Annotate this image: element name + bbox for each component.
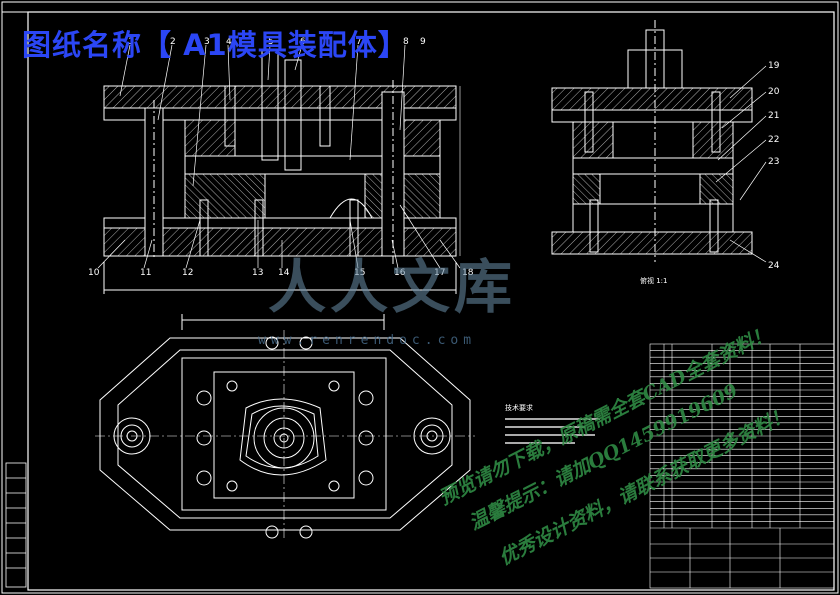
tech-notes: 技术要求: [505, 403, 600, 444]
part-label: 19: [768, 61, 780, 71]
bill-of-materials-table: [649, 343, 835, 589]
part-label: 17: [434, 268, 445, 278]
side-leader-lines: [715, 65, 767, 263]
leader-lines: [97, 44, 461, 269]
part-label: 23: [768, 157, 779, 167]
part-label: 10: [88, 268, 100, 278]
watermark-logo: 人人文库: [268, 253, 517, 321]
part-label: 3: [204, 37, 210, 47]
part-label: 6: [300, 37, 306, 47]
part-label: 21: [768, 111, 779, 121]
part-label: 2: [170, 37, 176, 47]
part-number-labels-side: 19 20 21 22 23 24 俯视 1:1: [640, 61, 780, 285]
part-label: 8: [403, 37, 409, 47]
part-label: 22: [768, 135, 779, 145]
part-label: 4: [226, 37, 232, 47]
part-label: 20: [768, 87, 780, 97]
part-label: 12: [182, 268, 193, 278]
part-label: 5: [268, 37, 274, 47]
view-label: 俯视 1:1: [640, 276, 668, 285]
plan-view: [95, 314, 475, 540]
front-section-view: [103, 49, 461, 294]
side-section-view: [551, 20, 753, 262]
watermark-url: www.renrendoc.com: [258, 333, 477, 348]
part-label: 13: [252, 268, 263, 278]
part-label: 18: [462, 268, 474, 278]
part-label: 1: [128, 37, 134, 47]
part-label: 15: [354, 268, 365, 278]
part-label: 11: [140, 268, 151, 278]
part-label: 16: [394, 268, 406, 278]
tech-notes-title: 技术要求: [505, 403, 533, 412]
part-label: 24: [768, 261, 780, 271]
left-strip: [5, 462, 27, 588]
part-label: 14: [278, 268, 290, 278]
part-number-labels-front: 1 2 3 4 5 6 7 8 9 10 11 12 13 14 15 16 1…: [88, 37, 474, 278]
part-label: 9: [420, 37, 426, 47]
part-label: 7: [356, 37, 362, 47]
drawing-title: 图纸名称【 A1模具装配体】: [22, 28, 408, 62]
